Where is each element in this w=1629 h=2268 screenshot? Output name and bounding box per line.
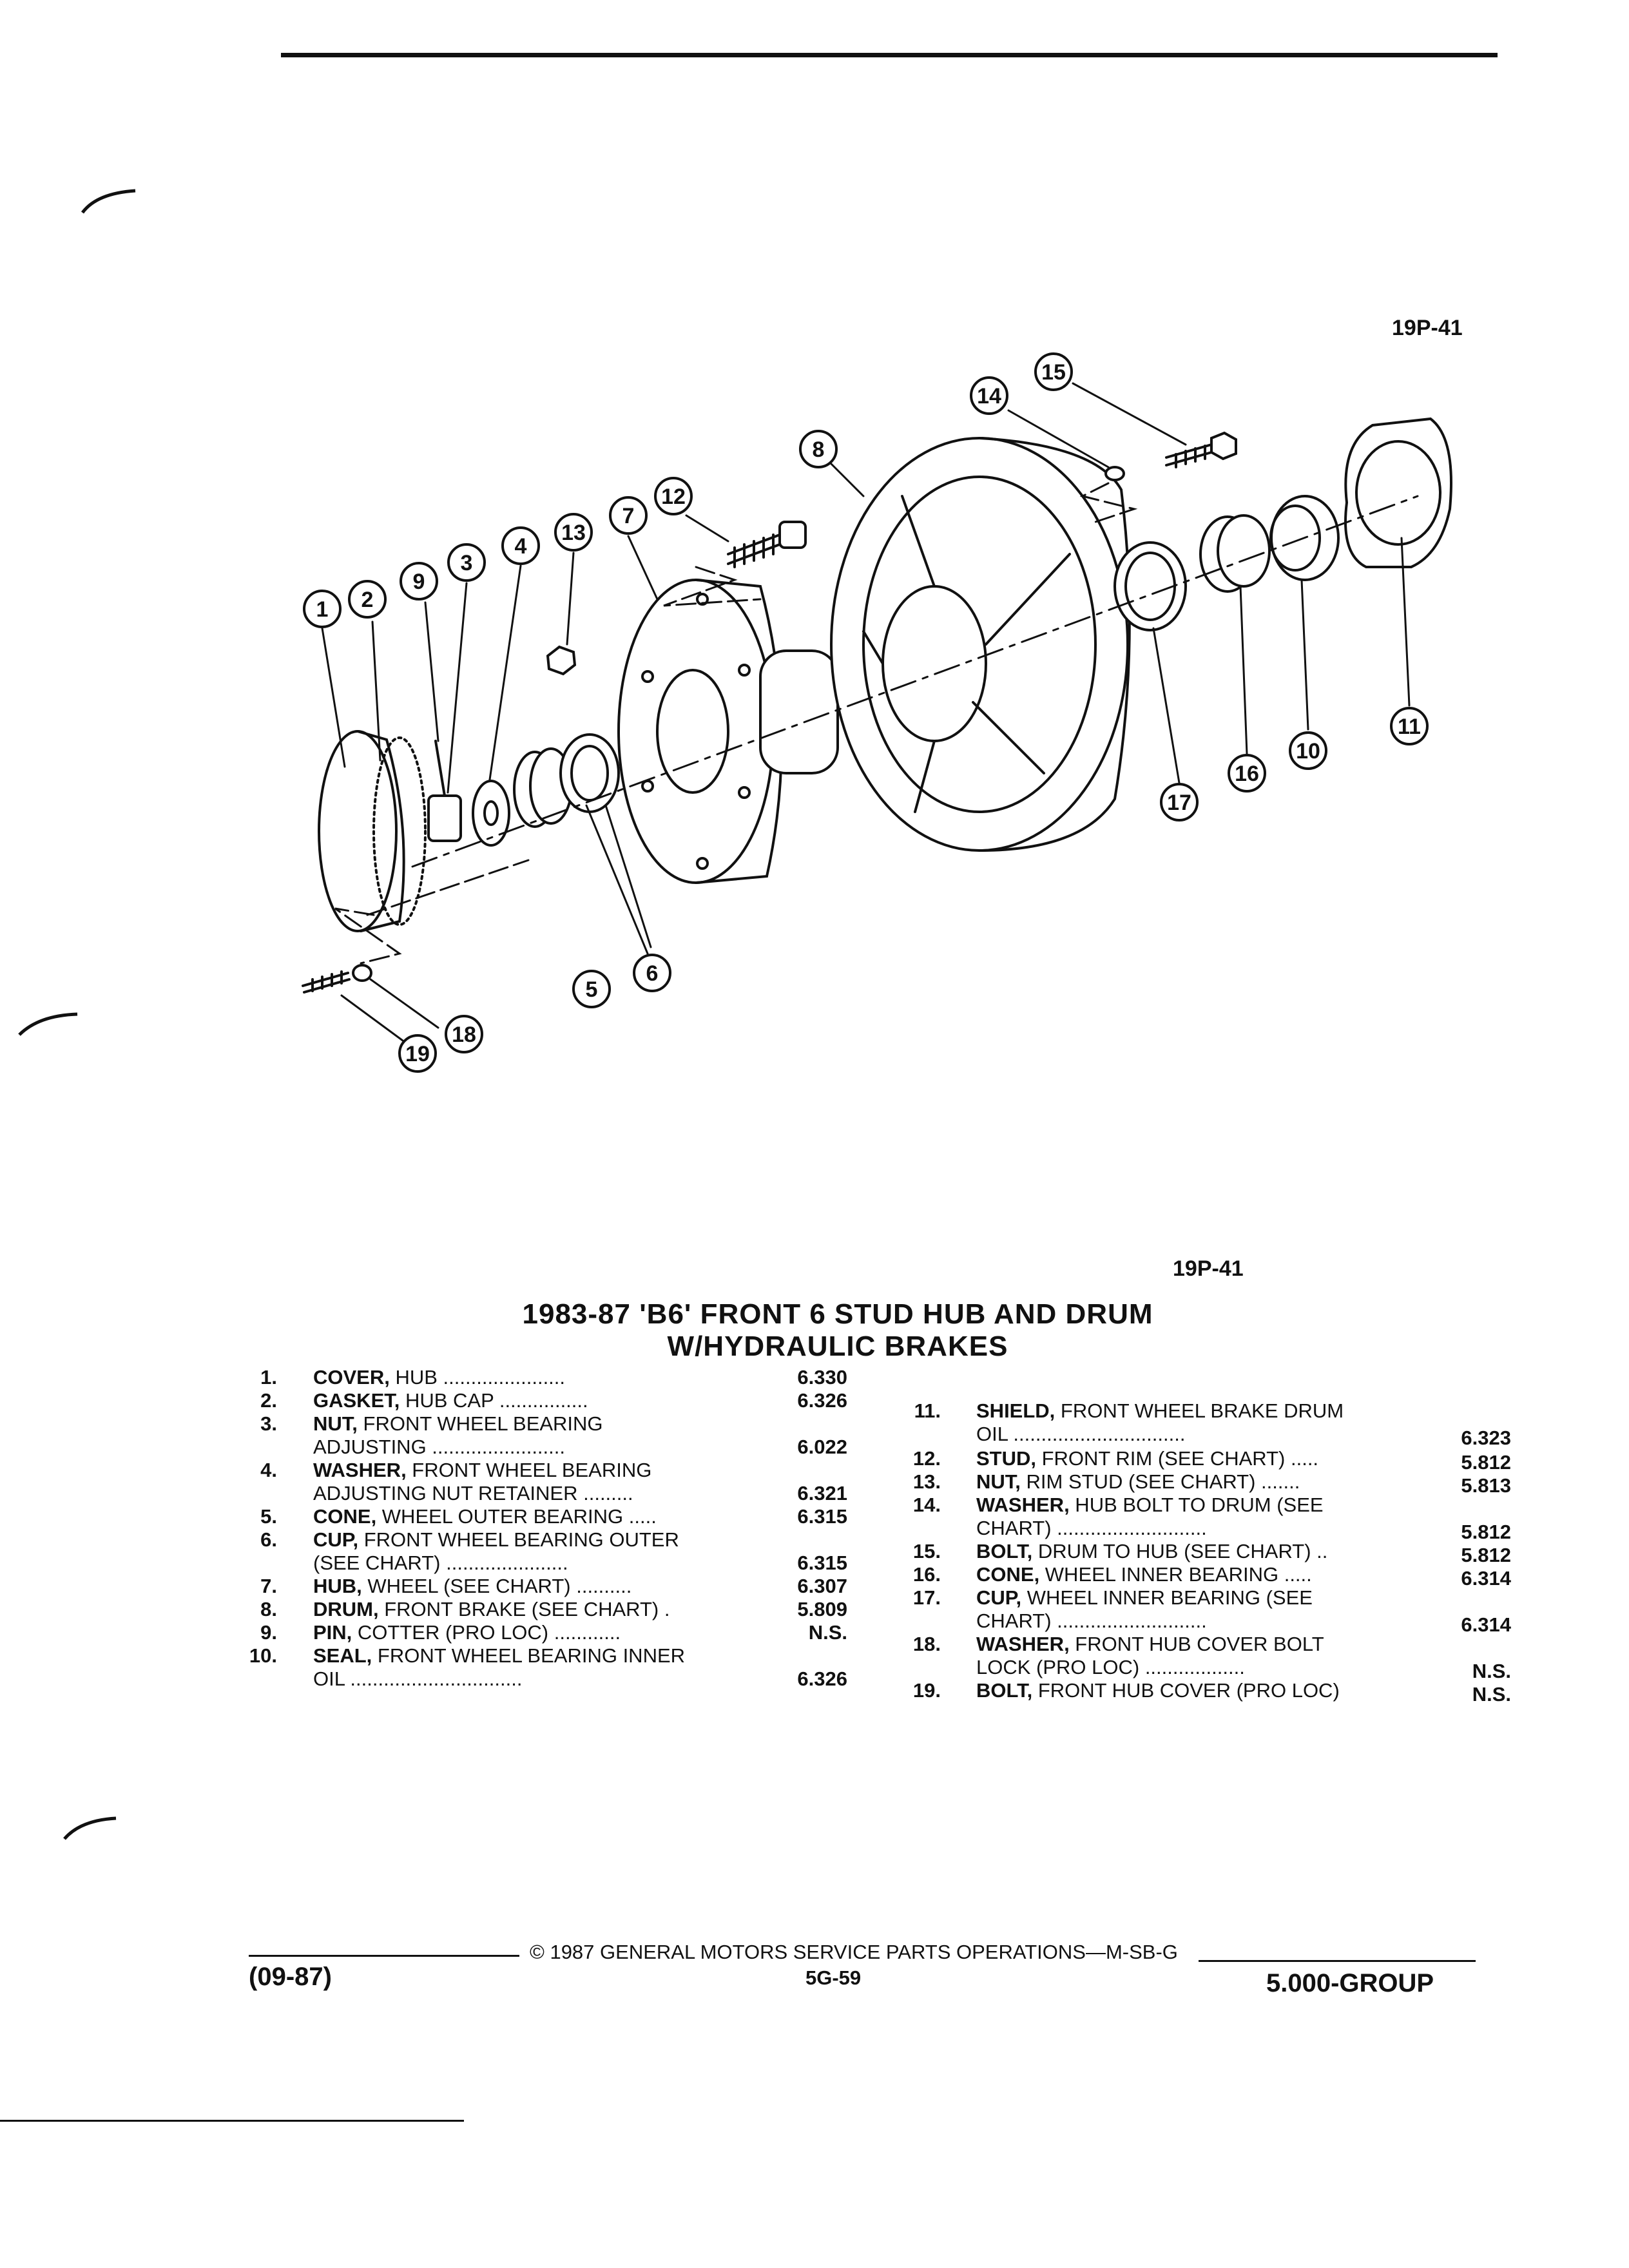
rim-stud-part [546,521,807,676]
svg-text:8: 8 [813,437,825,462]
callout-12: 12 [654,477,693,515]
svg-text:9: 9 [413,570,425,594]
callout-18: 18 [445,1015,483,1053]
outer-bearing-part [513,733,620,828]
footer-date: (09-87) [249,1963,332,1991]
svg-text:14: 14 [977,384,1001,408]
callout-3: 3 [447,543,486,582]
callout-8: 8 [799,430,838,468]
footer-rule-left [249,1955,519,1957]
callout-15: 15 [1034,352,1073,391]
drum-bolt-part [1104,431,1237,481]
svg-text:6: 6 [646,961,659,986]
title-line-2: W/HYDRAULIC BRAKES [667,1331,1008,1362]
footer-copyright: © 1987 GENERAL MOTORS SERVICE PARTS OPER… [530,1941,1178,1963]
callout-6: 6 [633,954,671,992]
callout-7: 7 [609,496,648,535]
footer-group: 5.000-GROUP [1266,1969,1434,1997]
svg-text:16: 16 [1235,762,1259,786]
callout-2: 2 [348,580,387,619]
svg-text:11: 11 [1398,715,1421,739]
title-line-1: 1983-87 'B6' FRONT 6 STUD HUB AND DRUM [522,1298,1153,1330]
figure-id-bottom: 19P-41 [1173,1256,1244,1281]
bottom-rule [0,2120,464,2122]
callout-5: 5 [572,970,611,1008]
svg-text:2: 2 [361,588,374,612]
svg-text:1: 1 [316,597,329,622]
header-rule [281,53,1498,57]
callout-19: 19 [398,1034,437,1073]
callout-17: 17 [1160,783,1199,822]
inner-bearing-part [1113,417,1452,631]
svg-text:13: 13 [561,521,586,545]
page-title: 1983-87 'B6' FRONT 6 STUD HUB AND DRUM W… [451,1298,1224,1363]
hub-part [617,579,839,884]
svg-text:5: 5 [586,977,598,1002]
callout-1: 1 [303,590,342,628]
footer-rule-right [1199,1960,1476,1962]
figure-id-top: 19P-41 [1392,316,1463,340]
callout-9: 9 [400,562,438,601]
svg-text:12: 12 [661,485,686,509]
callout-14: 14 [970,376,1008,415]
exploded-view-diagram: 1 2 9 3 4 13 7 12 8 14 15 11 10 16 17 5 … [302,352,1452,1073]
svg-text:4: 4 [515,534,527,559]
svg-text:18: 18 [452,1023,476,1047]
callout-4: 4 [501,526,540,565]
svg-text:19: 19 [405,1042,430,1066]
svg-text:7: 7 [622,504,635,528]
hub-cover-part [318,730,427,932]
footer-page-number: 5G-59 [805,1966,862,1989]
svg-text:15: 15 [1041,360,1066,385]
callout-11: 11 [1390,707,1429,745]
brake-drum-part [830,437,1131,852]
callout-13: 13 [554,513,593,552]
nut-washer-part [427,740,510,847]
callout-10: 10 [1289,731,1327,770]
svg-text:17: 17 [1167,791,1191,815]
cover-bolt-part [302,964,372,994]
svg-text:3: 3 [461,551,473,575]
svg-text:10: 10 [1296,739,1320,764]
callout-16: 16 [1228,754,1266,793]
